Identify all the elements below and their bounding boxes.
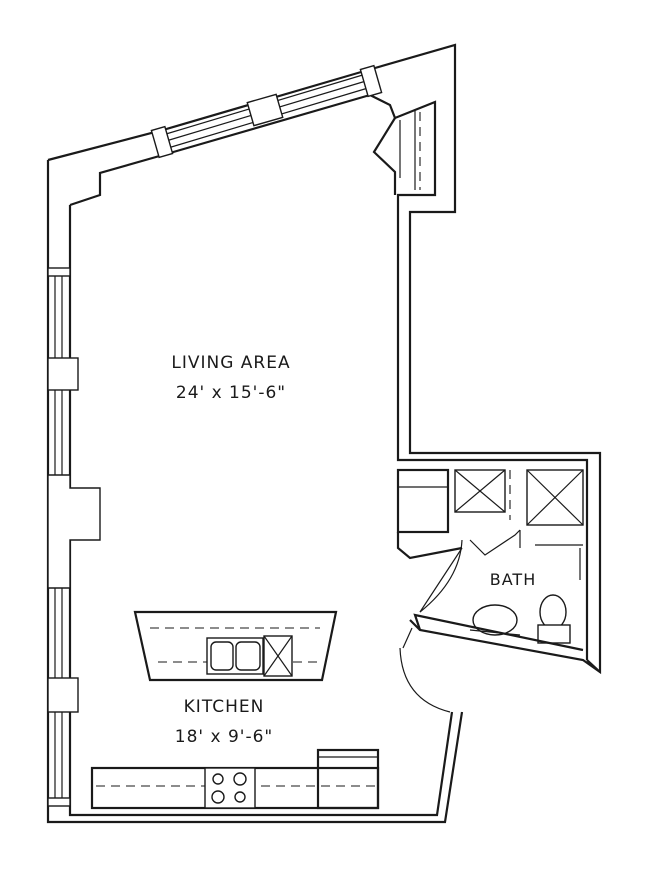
- bath-area: [396, 468, 584, 652]
- kitchen-label: KITCHEN: [184, 697, 265, 717]
- top-window: [150, 64, 383, 159]
- living-area-label: LIVING AREA: [171, 353, 290, 373]
- closet-top-right: [372, 110, 421, 195]
- bath-label: BATH: [490, 570, 536, 589]
- kitchen-dims: 18' x 9'-6": [175, 727, 273, 747]
- entry-door: [399, 627, 451, 713]
- living-area-dims: 24' x 15'-6": [176, 383, 286, 403]
- kitchen-counter: [90, 748, 380, 810]
- left-windows: [47, 267, 101, 807]
- exterior-wall: [46, 43, 602, 824]
- kitchen-island: [133, 610, 338, 682]
